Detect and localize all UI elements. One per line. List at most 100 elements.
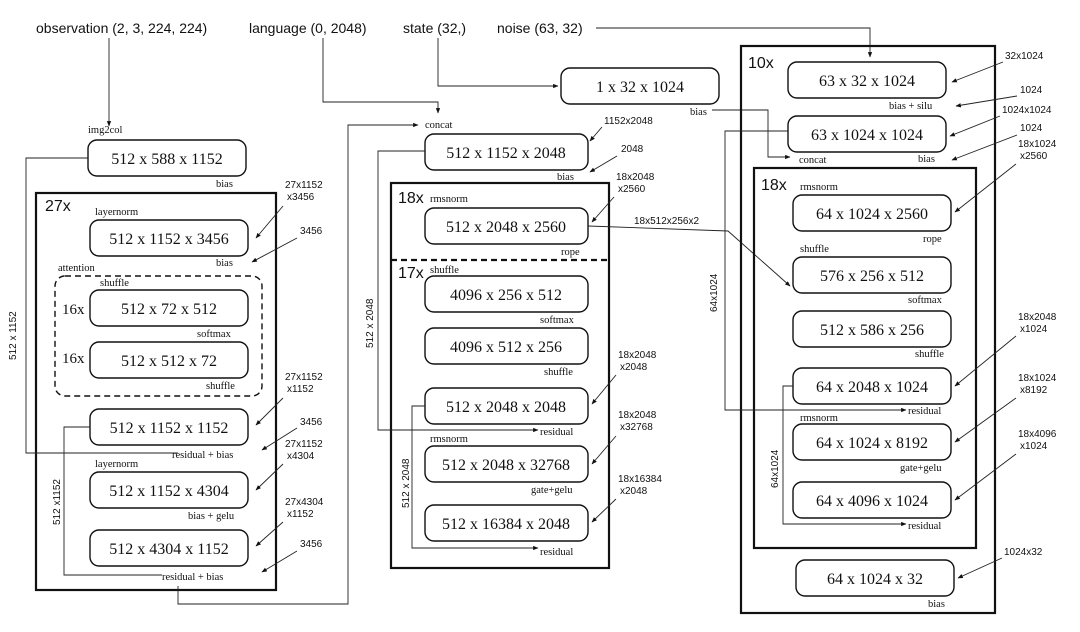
ae-repeat-label: 10x xyxy=(748,55,774,72)
ae-mix-bias-arrow xyxy=(951,134,1018,161)
input-state: state (32,) xyxy=(403,20,466,36)
ae-mix-weight-arrow xyxy=(949,115,1001,137)
lm-rms1-label: rmsnorm xyxy=(430,194,468,205)
vision-head-repeat-2: 16x xyxy=(62,351,85,367)
lm-score-text: 4096 x 256 x 512 xyxy=(450,287,562,304)
lm-down-text: 512 x 16384 x 2048 xyxy=(442,516,570,533)
lm-score-op: softmax xyxy=(540,315,575,326)
vision-patch-text: 512 x 588 x 1152 xyxy=(111,151,222,168)
vision-mlp2-text: 512 x 4304 x 1152 xyxy=(109,541,228,558)
vision-out-weight-b: x1152 xyxy=(287,384,314,395)
lm-proj-bias-arrow xyxy=(589,155,618,173)
lm-out-op: residual xyxy=(540,427,573,438)
vision-mlp2-weight-a: 27x4304 xyxy=(285,497,324,508)
ae-block-frame xyxy=(739,44,997,615)
ae-state-box xyxy=(560,67,720,105)
vision-skip-inner-label: 512 x1152 xyxy=(52,479,63,525)
ae-score-text: 576 x 256 x 512 xyxy=(820,268,924,285)
ae-final-box xyxy=(795,559,955,597)
lm-skip-outer-label: 512 x 2048 xyxy=(365,298,376,348)
vision-score-op: softmax xyxy=(197,329,232,340)
vision-shuffle-label: shuffle xyxy=(100,278,129,289)
ae-noise-box xyxy=(787,61,947,99)
vision-ln1-label: layernorm xyxy=(95,207,138,218)
ae-noise-op: bias + silu xyxy=(889,101,933,112)
ae-skip-outer-line xyxy=(724,130,907,413)
lm-out-weight-b: x2048 xyxy=(620,362,648,373)
lm-proj-box xyxy=(424,133,589,171)
vision-res-bias-1: residual + bias xyxy=(172,450,233,461)
vision-mlp2-bias-arrow xyxy=(261,550,298,573)
lm-shuffle-label: shuffle xyxy=(430,265,459,276)
attention-dashed-frame xyxy=(54,275,263,397)
vision-qkv-weight-b: x3456 xyxy=(287,192,315,203)
lm-rms2-label: rmsnorm xyxy=(430,434,468,445)
vision-res-bias-2: residual + bias xyxy=(162,572,223,583)
vision-patch-op: bias xyxy=(216,179,233,190)
vision-out-bias-size: 3456 xyxy=(300,417,323,428)
vision-qkv-text: 512 x 1152 x 3456 xyxy=(109,231,228,248)
lm-gate-text: 512 x 2048 x 32768 xyxy=(442,457,570,474)
ae-rms1-label: rmsnorm xyxy=(800,182,838,193)
ae-score-box xyxy=(792,256,952,294)
ae-mix-bias-size: 1024 xyxy=(1020,123,1043,134)
vision-qkv-bias-arrow xyxy=(251,237,298,263)
lm-proj-weight: 1152x2048 xyxy=(604,116,653,127)
vision-score-box xyxy=(89,289,249,327)
ae-final-weight-arrow xyxy=(957,557,1003,579)
vision-repeat-label: 27x xyxy=(45,198,71,215)
vision-attention-label: attention xyxy=(58,263,95,274)
lm-ctx-box xyxy=(424,327,589,365)
ae-state-op: bias xyxy=(690,107,707,118)
ae-ctx-op: shuffle xyxy=(915,349,944,360)
vision-qkv-weight-a: 27x1152 xyxy=(285,180,323,191)
lm-proj-weight-arrow xyxy=(589,126,603,142)
lm-proj-text: 512 x 1152 x 2048 xyxy=(446,145,565,162)
ae-inner-block-frame xyxy=(752,166,978,550)
lm-skip-inner-label: 512 x 2048 xyxy=(401,458,412,508)
ae-noise-bias-arrow xyxy=(955,95,1018,108)
input-noise: noise (63, 32) xyxy=(497,20,583,36)
ae-noise-weight-arrow xyxy=(951,61,1004,83)
vision-skip-outer-line xyxy=(25,157,178,454)
vision-qkv-op: bias xyxy=(216,258,233,269)
ae-down-op: residual xyxy=(908,521,941,532)
noise-to-box-arrow xyxy=(596,27,873,58)
vision-skip-inner-line xyxy=(63,426,162,576)
ae-final-op: bias xyxy=(928,599,945,610)
lm-repeat-inner-label: 17x xyxy=(398,265,424,282)
vision-block-frame xyxy=(34,191,278,592)
lm-gate-weight-b: x32768 xyxy=(620,422,653,433)
ae-out-op: residual xyxy=(908,406,941,417)
ae-down-text: 64 x 4096 x 1024 xyxy=(816,493,928,510)
input-observation: observation (2, 3, 224, 224) xyxy=(36,20,207,36)
ae-out-weight-b: x1024 xyxy=(1020,324,1048,335)
vision-ctx-text: 512 x 512 x 72 xyxy=(121,353,217,370)
ae-qkv-box xyxy=(792,194,952,232)
ae-out-text: 64 x 2048 x 1024 xyxy=(816,379,928,396)
ae-final-weight: 1024x32 xyxy=(1004,547,1043,558)
vision-out-bias-arrow xyxy=(261,427,298,451)
vision-skip-outer-label: 512 x 1152 xyxy=(8,311,19,360)
ae-shuffle-label: shuffle xyxy=(800,244,829,255)
lm-qkv-text: 512 x 2048 x 2560 xyxy=(446,219,566,236)
ae-final-text: 64 x 1024 x 32 xyxy=(827,571,923,588)
language-to-concat-arrow xyxy=(322,38,441,114)
ae-mix-op: bias xyxy=(918,154,935,165)
lm-gate-weight-arrow xyxy=(591,435,617,465)
ae-noise-text: 63 x 32 x 1024 xyxy=(819,73,915,90)
vision-out-weight-arrow xyxy=(255,397,284,426)
lm-gate-weight-a: 18x2048 xyxy=(618,410,657,421)
ae-score-op: softmax xyxy=(908,295,943,306)
vision-qkv-bias-size: 3456 xyxy=(300,226,323,237)
ae-concat-label: concat xyxy=(799,155,826,166)
ae-mix-weight: 1024x1024 xyxy=(1002,105,1052,116)
ae-down-weight-a: 18x4096 xyxy=(1018,429,1057,440)
